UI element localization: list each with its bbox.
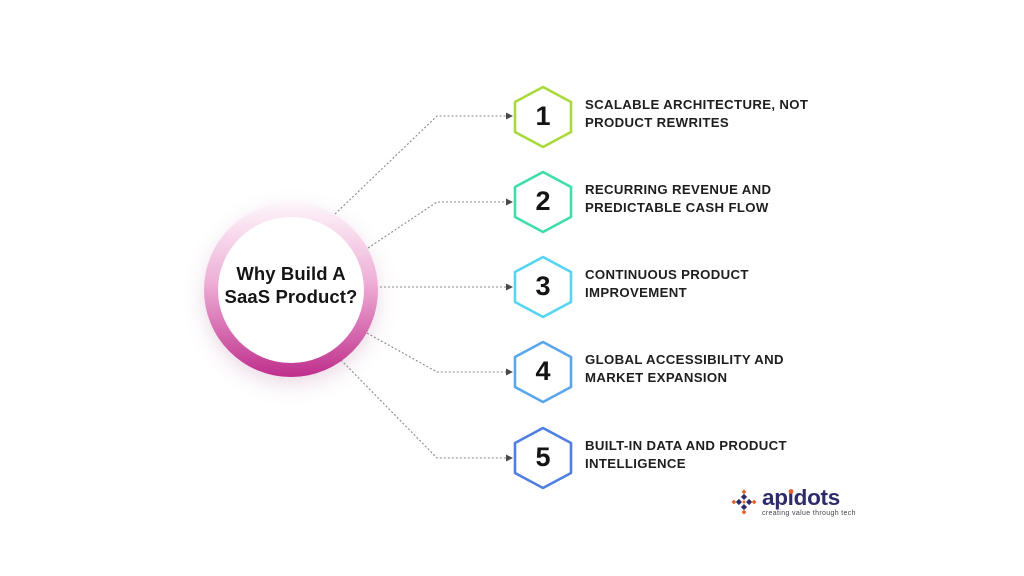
center-circle-ring [204,203,378,377]
hexagon-icon [513,340,573,404]
connector-5 [340,359,513,462]
badge-number: 5 [535,442,551,472]
item-label-line1: RECURRING REVENUE AND [585,182,772,197]
center-circle: Why Build A SaaS Product? [196,195,386,385]
item-label-line2: INTELLIGENCE [585,456,686,471]
item-label-line2: IMPROVEMENT [585,285,688,300]
item-label-line1: SCALABLE ARCHITECTURE, NOT [585,97,809,112]
hexagon-badge-5: 5 [512,426,574,490]
badge-number: 3 [535,271,551,301]
brand-letter-i: ı [788,486,794,510]
hexagon-icon [513,85,573,149]
hexagon-icon [513,426,573,490]
apidots-logo-icon [731,489,757,515]
item-label-1: SCALABLE ARCHITECTURE, NOT PRODUCT REWRI… [585,96,835,132]
hexagon-badge-2: 2 [512,170,574,234]
item-label-5: BUILT-IN DATA AND PRODUCT INTELLIGENCE [585,437,835,473]
brand-i-stem: ı [787,485,794,510]
center-title: Why Build A SaaS Product? [196,262,386,308]
item-label-2: RECURRING REVENUE AND PREDICTABLE CASH F… [585,181,835,217]
connector-4 [366,332,513,376]
center-title-line1: Why Build A [236,263,346,284]
badge-number: 2 [535,186,551,216]
item-label-4: GLOBAL ACCESSIBILITY AND MARKET EXPANSIO… [585,351,835,387]
brand-prefix: ap [762,485,788,510]
item-label-line1: BUILT-IN DATA AND PRODUCT [585,438,787,453]
orange-i-dot-icon [788,488,794,494]
brand-suffix: dots [793,485,841,510]
item-label-line2: MARKET EXPANSION [585,370,728,385]
item-label-line2: PREDICTABLE CASH FLOW [585,200,769,215]
hexagon-badge-1: 1 [512,85,574,149]
badge-number: 4 [535,356,551,386]
item-label-line2: PRODUCT REWRITES [585,115,730,130]
item-label-line1: CONTINUOUS PRODUCT [585,267,749,282]
connector-1 [334,112,513,215]
hexagon-badge-4: 4 [512,340,574,404]
hexagon-badge-3: 3 [512,255,574,319]
brand-tagline: creating value through tech [762,510,856,517]
badge-number: 1 [535,101,551,131]
center-title-line2: SaaS Product? [224,286,358,307]
item-label-line1: GLOBAL ACCESSIBILITY AND [585,352,784,367]
hexagon-icon [513,255,573,319]
connector-2 [367,198,513,249]
item-label-3: CONTINUOUS PRODUCT IMPROVEMENT [585,266,835,302]
hexagon-icon [513,170,573,234]
